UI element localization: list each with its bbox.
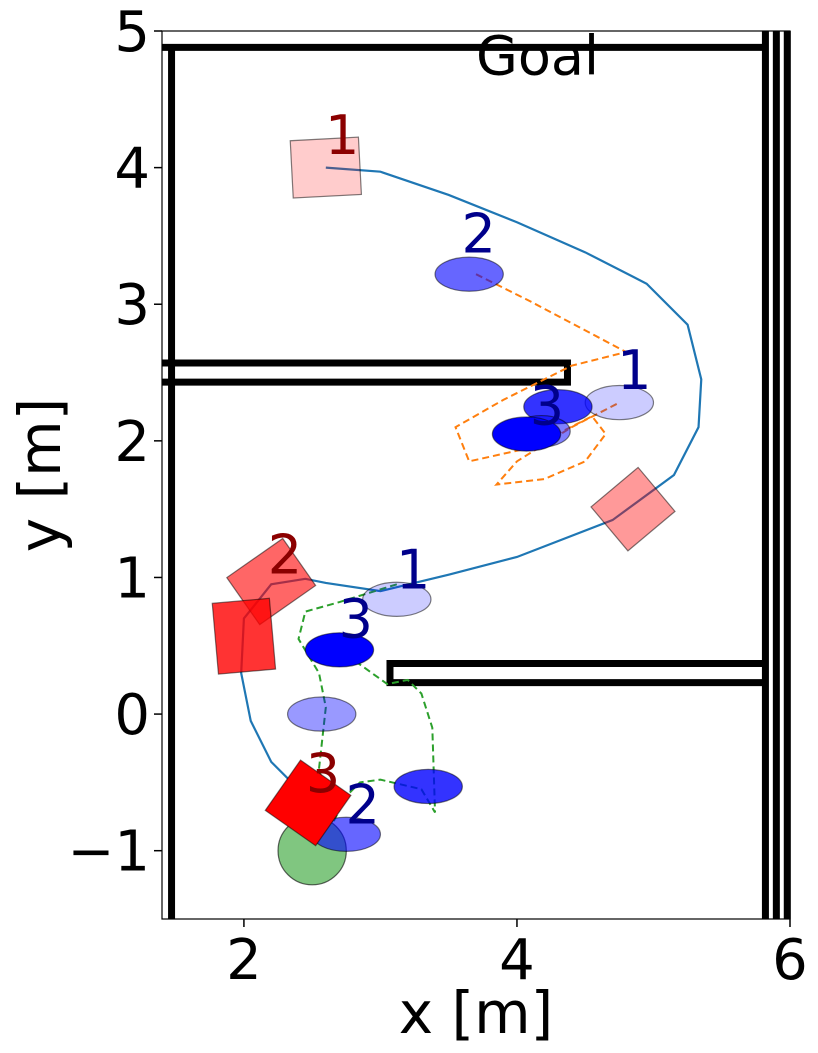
y-tick-label-1: 0 — [114, 683, 150, 748]
annotations-layer: Goal — [476, 25, 599, 88]
pedestrian-7 — [287, 696, 357, 732]
pedestrian-label-3: 1 — [396, 538, 430, 601]
pedestrian-label-4: 3 — [339, 588, 373, 651]
x-axis-ticks: 2 4 6 — [226, 919, 808, 993]
robot-0 — [289, 136, 363, 199]
y-axis-ticks: −1 0 1 2 3 4 5 — [67, 0, 162, 885]
robot-path-line — [240, 166, 703, 807]
robot-path-layer — [240, 166, 703, 807]
wall-5 — [162, 359, 571, 386]
x-tick-label-1: 4 — [499, 928, 535, 993]
robot-3 — [211, 597, 277, 675]
pedestrian-label-5: 2 — [346, 773, 380, 836]
pedestrian-8 — [393, 768, 463, 805]
robot-label-0: 1 — [325, 104, 359, 167]
pedestrian-path-1 — [297, 583, 437, 827]
goal-annotation: Goal — [476, 25, 599, 88]
pedestrian-4 — [491, 416, 562, 452]
x-tick-label-2: 6 — [772, 928, 808, 993]
walls-layer — [162, 31, 791, 919]
x-axis-label: x [m] — [399, 979, 554, 1047]
robots-layer — [211, 136, 676, 847]
y-tick-label-2: 1 — [114, 546, 150, 611]
pedestrian-0 — [434, 256, 504, 292]
plot-area — [161, 30, 791, 920]
y-tick-label-4: 3 — [114, 273, 150, 338]
robot-4 — [264, 759, 352, 847]
y-tick-label-0: −1 — [67, 820, 150, 885]
pedestrian-path-layer — [297, 273, 629, 827]
pedestrian-label-1: 1 — [617, 339, 651, 402]
robot-label-1: 2 — [268, 523, 302, 586]
pedestrian-label-0: 2 — [462, 202, 496, 265]
pedestrian-6 — [304, 632, 375, 668]
robot-1 — [590, 466, 676, 552]
y-tick-label-5: 4 — [114, 137, 150, 202]
wall-6 — [386, 660, 766, 687]
y-axis-label: y [m] — [6, 398, 74, 553]
x-tick-label-0: 2 — [226, 928, 262, 993]
y-tick-label-3: 2 — [114, 410, 150, 475]
y-tick-label-6: 5 — [114, 0, 150, 65]
pedestrian-label-2: 3 — [530, 374, 564, 437]
pedestrian-5 — [362, 581, 432, 617]
robot-label-2: 3 — [306, 742, 340, 805]
